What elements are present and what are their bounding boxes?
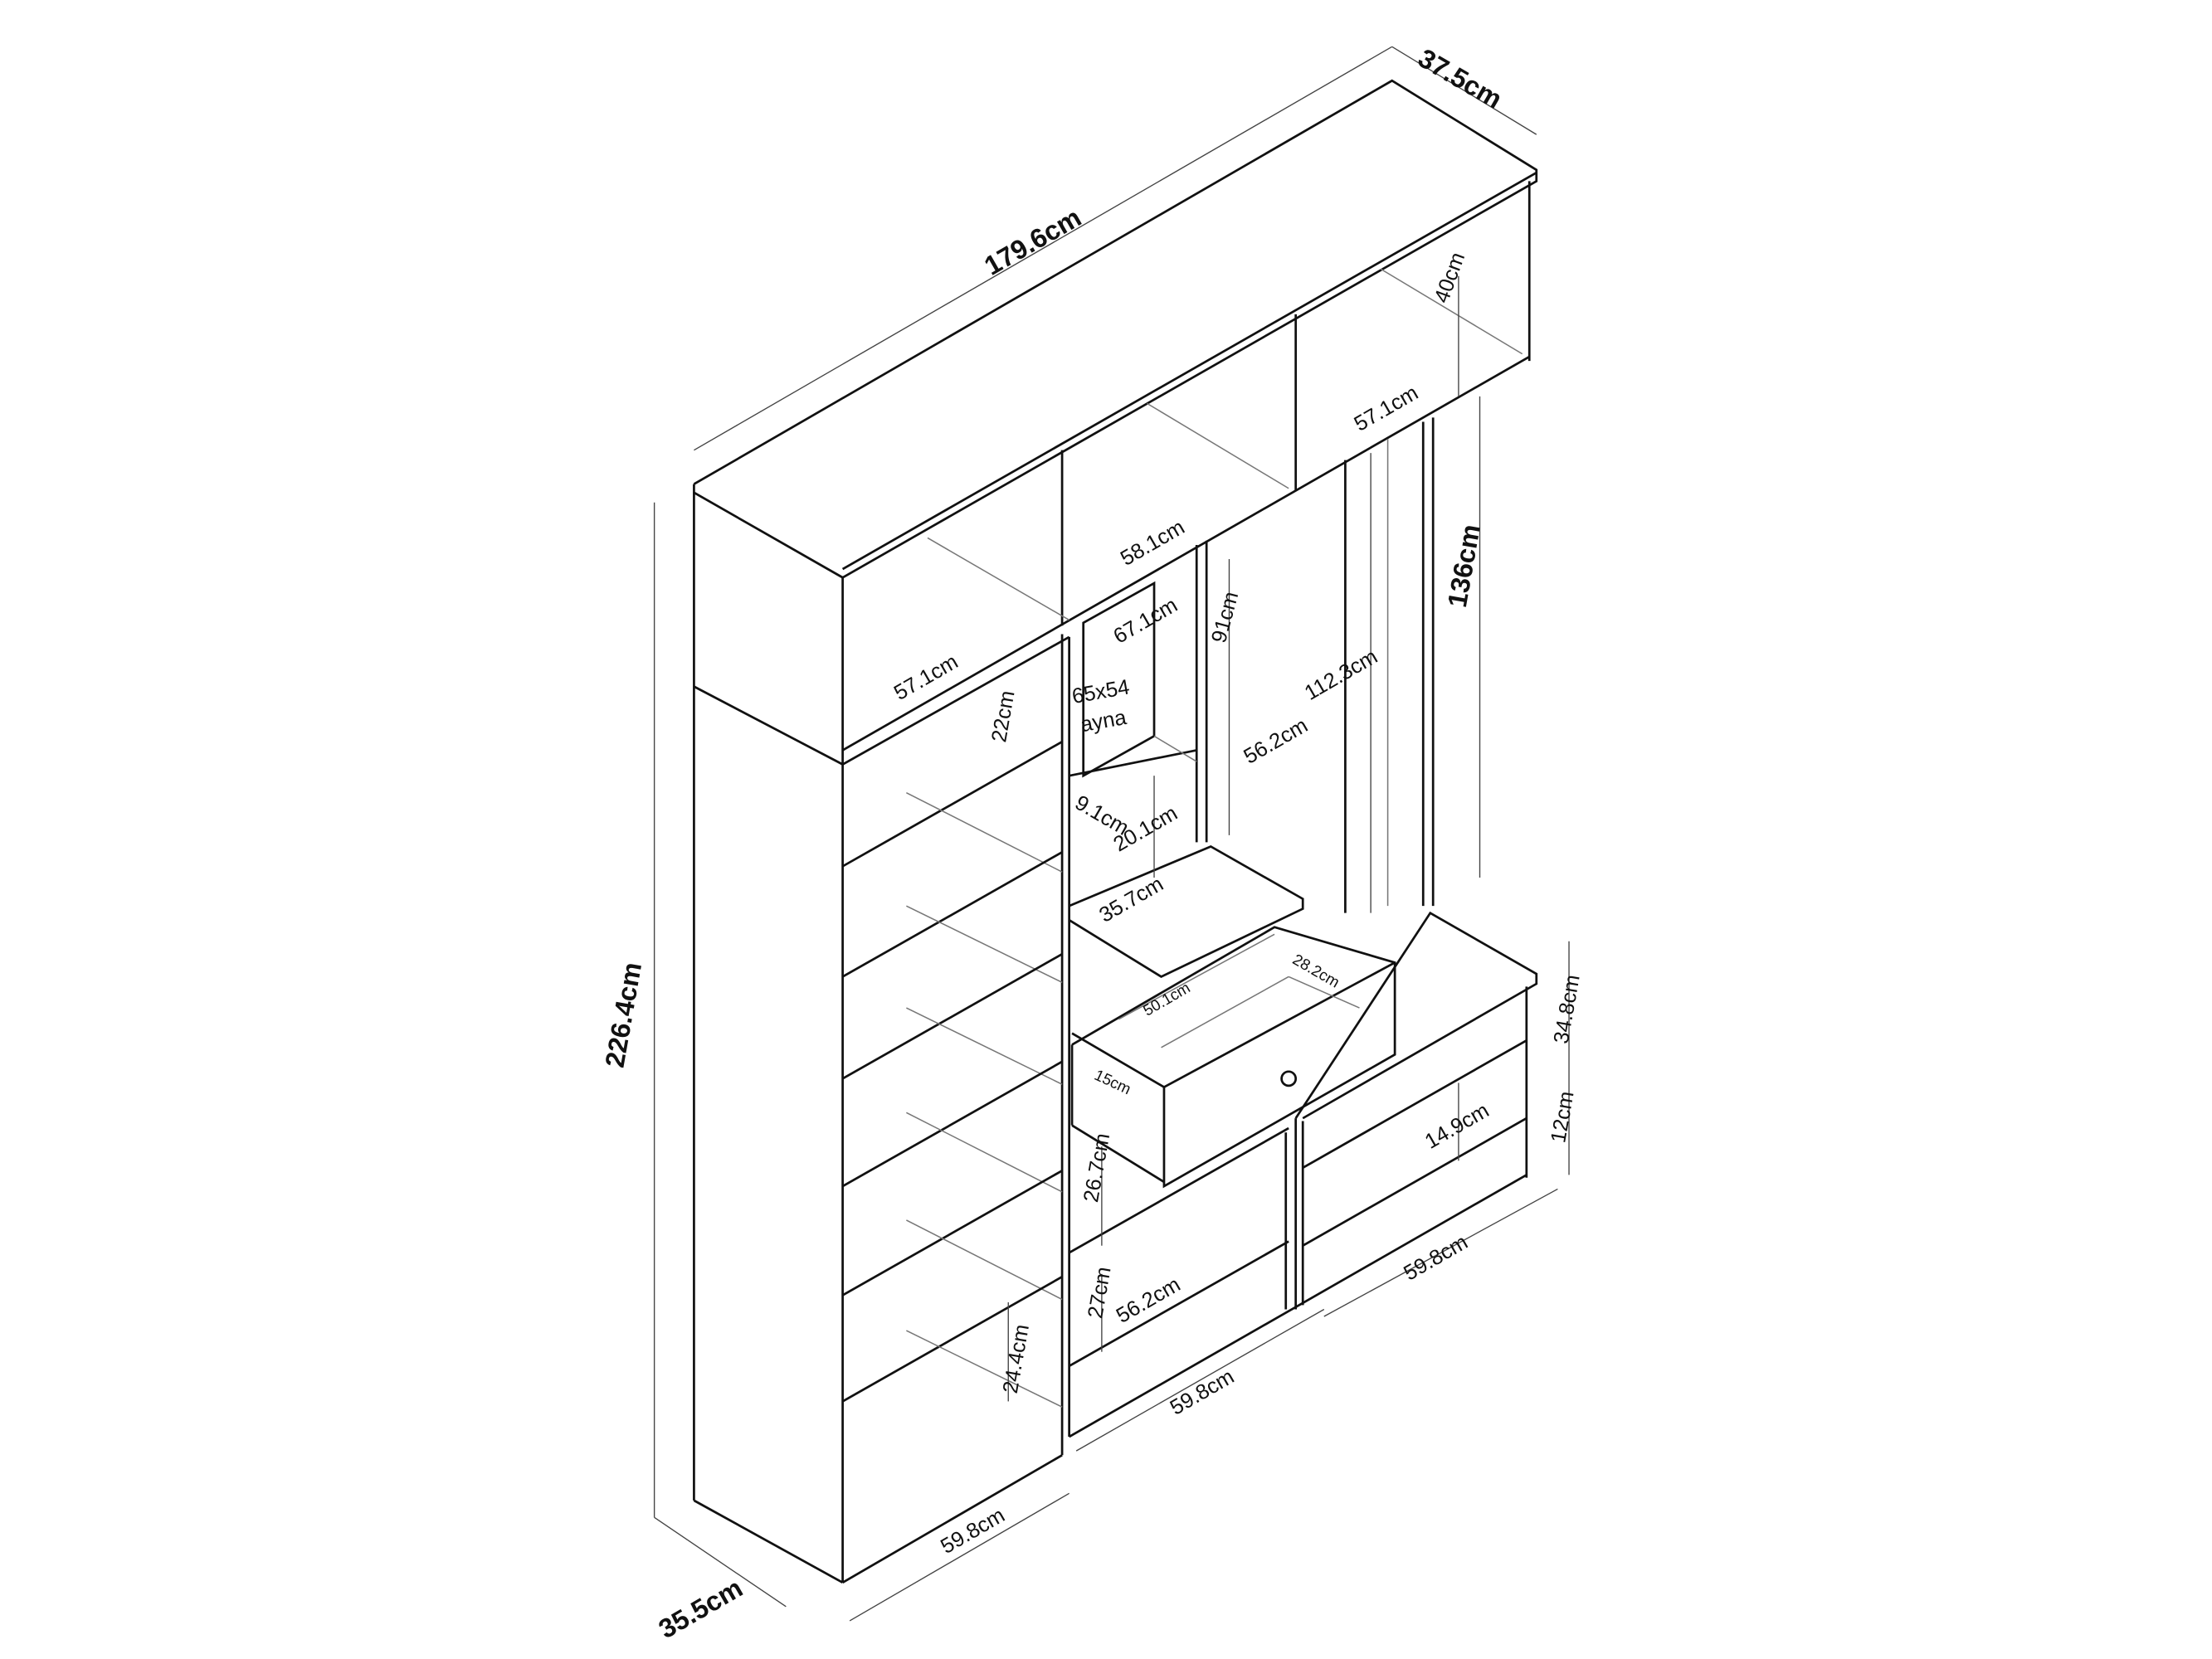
left-shelves <box>841 741 1063 1408</box>
label-left-depth: 35.5cm <box>654 1573 748 1644</box>
dimension-labels: 179.6cm 37.5cm 40cm 57.1cm 58.1cm 136cm … <box>600 43 1585 1644</box>
label-bench-height: 34.8cm <box>1550 973 1585 1045</box>
hanger-panel <box>1344 417 1435 913</box>
open-drawer <box>1070 926 1396 1189</box>
label-middle-height: 91cm <box>1207 589 1243 645</box>
label-drawer-width: 28.2cm <box>1290 951 1343 991</box>
label-right-width: 59.8cm <box>1400 1230 1472 1285</box>
middle-section <box>1068 540 1304 979</box>
label-middle-compartment-2: 27cm <box>1084 1265 1115 1320</box>
label-top-left-width: 57.1cm <box>890 650 962 705</box>
label-middle-width: 59.8cm <box>1167 1365 1239 1419</box>
label-right-shelf-height: 14.9cm <box>1421 1099 1493 1154</box>
label-middle-inner-width: 56.2cm <box>1113 1273 1185 1328</box>
label-total-width: 179.6cm <box>979 202 1086 281</box>
label-middle-compartment-1: 26.7cm <box>1079 1131 1114 1204</box>
label-drawer-length: 50.1cm <box>1140 979 1193 1019</box>
label-small-shelf-height: 20.1cm <box>1109 801 1182 856</box>
label-left-top-shelf: 22cm <box>987 688 1019 743</box>
label-top-right-height: 40cm <box>1430 250 1470 306</box>
label-hanger-width: 56.2cm <box>1240 714 1312 769</box>
left-cabinet <box>693 492 1070 1584</box>
label-drawer-height: 15cm <box>1092 1066 1133 1097</box>
label-left-width: 59.8cm <box>937 1504 1009 1559</box>
label-top-middle-width: 58.1cm <box>1117 516 1189 571</box>
label-bench-lower: 12cm <box>1547 1089 1578 1144</box>
label-rail-height: 112.3cm <box>1301 645 1381 705</box>
low-units <box>1068 911 1538 1438</box>
label-total-height: 226.4cm <box>600 960 648 1069</box>
label-left-shelf-height: 24.4cm <box>999 1322 1034 1394</box>
label-top-right-width: 57.1cm <box>1350 381 1422 435</box>
label-mirror: ayna <box>1079 706 1128 737</box>
label-mirror-size: 65x54 <box>1070 675 1132 708</box>
dimension-lines <box>653 46 1570 1622</box>
drawer-knob-icon <box>1280 1070 1298 1087</box>
top-unit <box>693 79 1538 757</box>
